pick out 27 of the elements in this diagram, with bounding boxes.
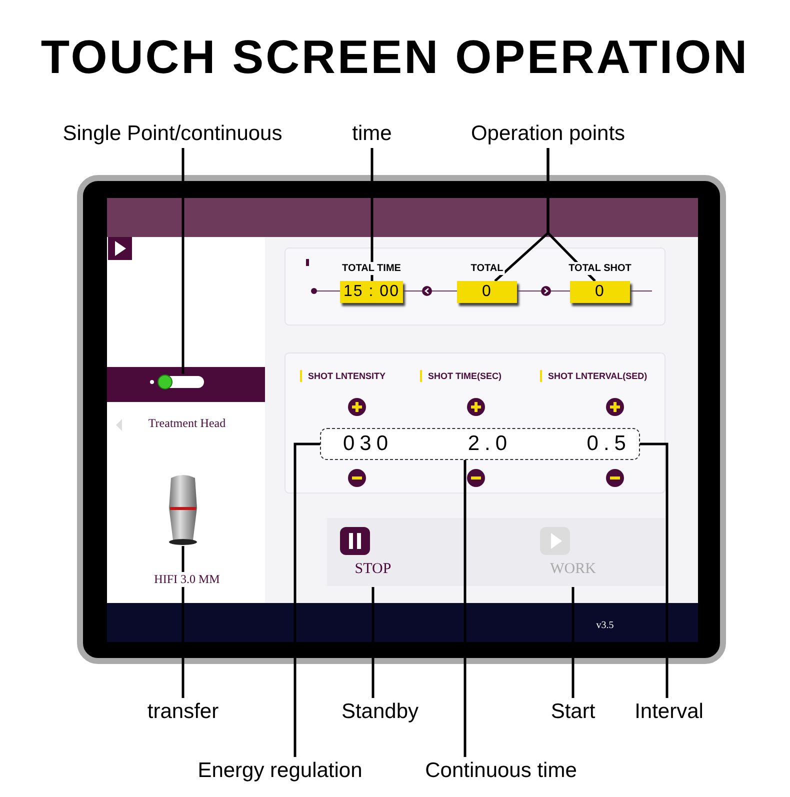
leader-line	[294, 442, 320, 757]
leader-line	[464, 460, 466, 757]
setting-heading: SHOT LNTERVAL(SED)	[540, 370, 670, 382]
leader-line	[182, 148, 184, 374]
value-display: 0	[457, 281, 517, 303]
value-text: 2.0	[468, 432, 512, 456]
title: TOUCH SCREEN OPERATION	[40, 29, 750, 85]
version-text: v3.5	[595, 620, 615, 631]
leader-line	[572, 587, 574, 698]
setting-heading: SHOT LNTENSITY	[300, 370, 415, 382]
value-display: 15 : 00	[340, 281, 403, 303]
value-field	[320, 428, 640, 460]
display-label: TOTAL SHOT	[566, 262, 634, 275]
leader-line	[370, 148, 374, 281]
toggle-switch	[150, 374, 206, 390]
display-label: TOTAL	[468, 262, 506, 275]
stop-button: STOP	[340, 527, 406, 587]
setting-heading: SHOT TIME(SEC)	[420, 370, 530, 382]
leader-line	[640, 442, 668, 698]
leader-line	[372, 587, 374, 698]
leader-line	[182, 546, 184, 698]
value-text: 0.5	[586, 432, 631, 456]
value-display: 0	[570, 281, 630, 303]
leader-line	[546, 148, 596, 282]
work-button: WORK	[540, 527, 606, 587]
value-text: 030	[343, 432, 394, 456]
display-label: TOTAL TIME	[340, 262, 403, 275]
